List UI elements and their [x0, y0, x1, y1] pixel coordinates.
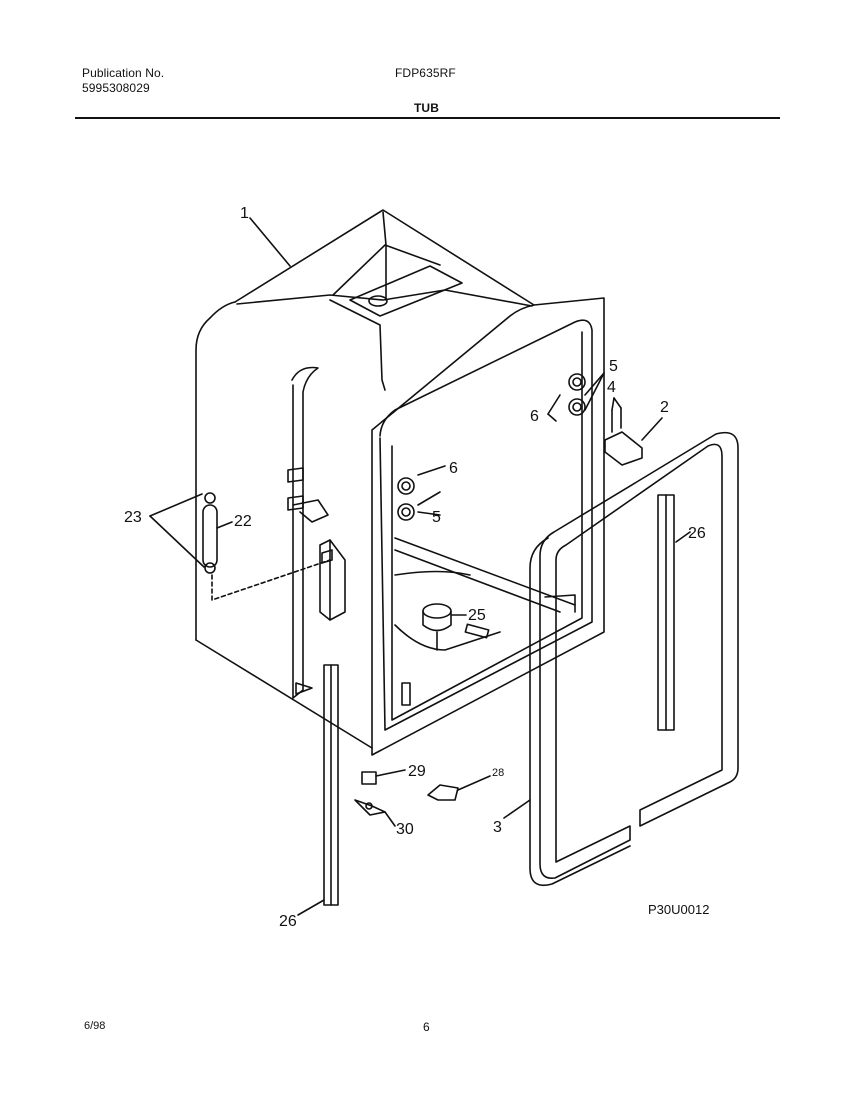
- assembly-dashed-line: [211, 559, 331, 601]
- callout-2: 2: [660, 399, 669, 416]
- callout-26-left: 26: [279, 913, 297, 930]
- publication-label: Publication No.: [82, 66, 165, 80]
- callout-5-right: 5: [609, 358, 618, 375]
- part-5-bolts-left: [397, 465, 446, 521]
- section-title: TUB: [414, 101, 439, 115]
- part-29-plug: [361, 769, 406, 785]
- footer-page-number: 6: [423, 1020, 430, 1034]
- callout-29: 29: [408, 763, 426, 780]
- part-2-bracket: [604, 397, 663, 466]
- callout-5-left: 5: [432, 509, 441, 526]
- leader-1: [249, 217, 291, 267]
- part-tub-body: [195, 209, 605, 756]
- callout-6-left: 6: [449, 460, 458, 477]
- leaders-23: [149, 493, 205, 568]
- part-26-strip-left: [297, 664, 339, 916]
- callout-3: 3: [493, 819, 502, 836]
- part-3-gasket: [503, 431, 739, 887]
- callout-4: 4: [607, 379, 616, 396]
- header-rule: [75, 117, 780, 119]
- model-number: FDP635RF: [395, 66, 456, 80]
- callout-1: 1: [240, 205, 249, 222]
- publication-number: 5995308029: [82, 81, 150, 95]
- callout-22: 22: [234, 513, 252, 530]
- part-5-bolts-right: [547, 372, 605, 422]
- callout-26-right: 26: [688, 525, 706, 542]
- callout-23: 23: [124, 509, 142, 526]
- part-26-strip-right: [657, 494, 691, 731]
- callout-25: 25: [468, 607, 486, 624]
- footer-date: 6/98: [84, 1020, 106, 1032]
- callout-28: 28: [492, 767, 504, 779]
- part-30-clip: [354, 799, 396, 827]
- figure-id: P30U0012: [648, 902, 710, 917]
- part-22-handle: [202, 492, 233, 574]
- callout-30: 30: [396, 821, 414, 838]
- callout-6-right: 6: [530, 408, 539, 425]
- part-25-fitting: [401, 603, 490, 706]
- part-28-wire: [427, 775, 491, 801]
